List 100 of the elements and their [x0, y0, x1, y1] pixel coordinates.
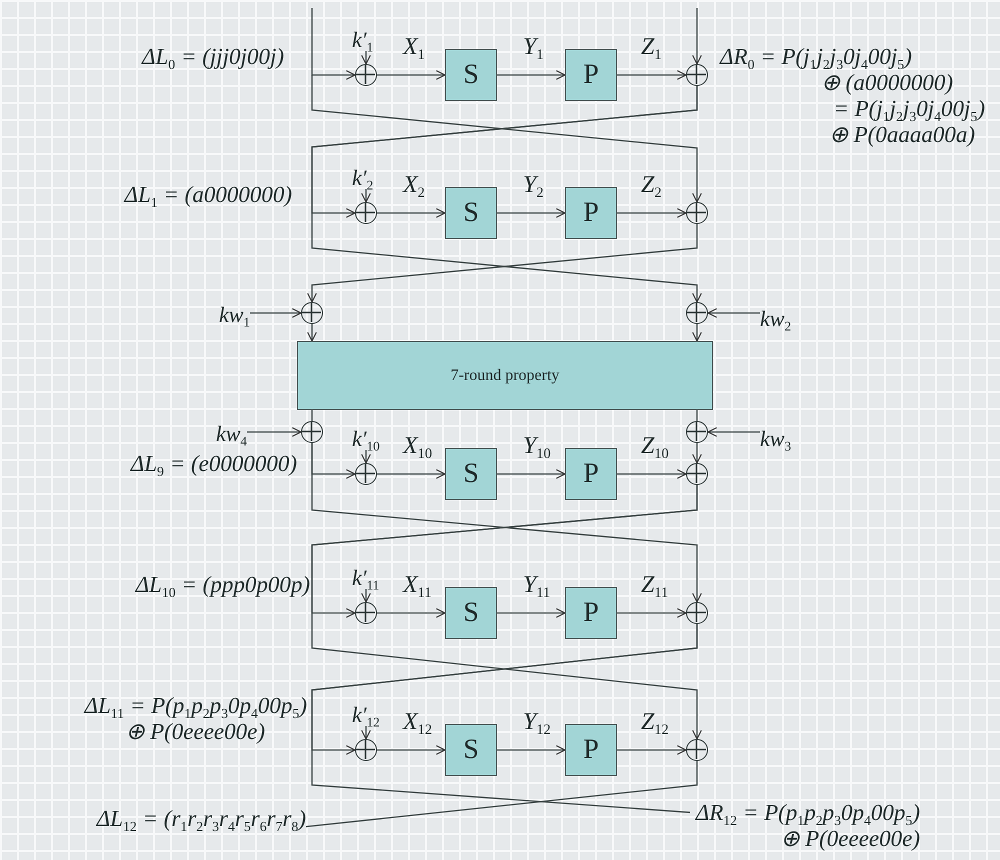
- arrow: [692, 8, 702, 65]
- edge-label: Z$_{11}$: [641, 573, 668, 597]
- connector-line: [311, 624, 698, 814]
- xor-symbol: [355, 739, 377, 761]
- edge-label: Y$_{12}$: [523, 710, 551, 734]
- xor-symbol: [301, 302, 323, 324]
- arrow: [250, 308, 302, 318]
- function-box: S: [445, 448, 497, 500]
- arrow: [377, 608, 446, 618]
- xor-symbol: [355, 463, 377, 485]
- formula-text: ΔR$_{12}$ = P(p$_{1}$p$_{2}$p$_{3}$0p$_{4}$00p$_{5}$): [696, 800, 920, 826]
- xor-symbol: [686, 739, 708, 761]
- arrow: [497, 70, 566, 80]
- arrow: [497, 468, 566, 480]
- formula-text: ΔL$_{0}$ = (jjj0j00j): [142, 44, 284, 70]
- xor-symbol: [686, 463, 708, 485]
- edge-label: Z$_{2}$: [641, 173, 662, 197]
- arrow: [497, 608, 566, 618]
- xor-symbol: [686, 202, 708, 224]
- arrow: [311, 75, 702, 203]
- function-box: P: [565, 448, 617, 500]
- edge-label: Y$_{10}$: [523, 434, 551, 458]
- edge-label: Z$_{1}$: [641, 35, 662, 59]
- arrow: [497, 744, 566, 756]
- formula-text: ⊕ P(0aaaa00a): [828, 122, 975, 148]
- function-box: S: [445, 587, 497, 639]
- xor-symbol: [301, 421, 323, 443]
- formula-text: = P(j$_{1}$j$_{2}$j$_{3}$0j$_{4}$00j$_{5}$): [833, 96, 985, 122]
- xor-symbol: [686, 302, 708, 324]
- edge-label: X$_{2}$: [403, 173, 425, 197]
- round-block: 7-round property: [297, 341, 713, 410]
- connector-line: [306, 761, 698, 828]
- function-box: S: [445, 49, 497, 101]
- key-label: k′$_{2}$: [352, 161, 392, 189]
- xor-symbol: [686, 602, 708, 624]
- edge-label: X$_{11}$: [403, 573, 432, 597]
- edge-label: X$_{10}$: [403, 434, 432, 458]
- formula-text: ΔR$_{0}$ = P(j$_{1}$j$_{2}$j$_{3}$0j$_{4}$00j$_{5}$): [720, 44, 912, 70]
- arrow: [377, 468, 446, 480]
- formula-text: ΔL$_{1}$ = (a0000000): [124, 182, 292, 208]
- function-box: P: [565, 724, 617, 776]
- arrow: [617, 208, 687, 218]
- formula-text: ⊕ P(0eeee00e): [125, 719, 265, 744]
- key-label: k′$_{12}$: [352, 698, 392, 726]
- xor-symbol: [355, 202, 377, 224]
- edge-label: Z$_{10}$: [641, 434, 669, 458]
- arrow: [360, 189, 372, 203]
- arrow: [377, 70, 446, 80]
- key-label: k′$_{10}$: [352, 422, 392, 450]
- arrow: [617, 744, 687, 756]
- edge-label: Y$_{1}$: [523, 35, 544, 59]
- connector-line: [311, 410, 313, 421]
- arrow: [360, 589, 372, 603]
- arrow: [360, 51, 372, 65]
- arrow: [360, 726, 372, 740]
- edge-label: X$_{1}$: [403, 35, 425, 59]
- arrow: [377, 208, 446, 218]
- xor-symbol: [686, 64, 708, 86]
- arrow: [497, 208, 566, 218]
- arrow: [377, 744, 446, 756]
- arrow: [311, 443, 702, 603]
- arrow: [707, 426, 760, 438]
- xor-symbol: [355, 64, 377, 86]
- formula-text: ΔL$_{12}$ = (r$_{1}$r$_{2}$r$_{3}$r$_{4}$r$_{5}$r$_{6}$r$_{7}$r$_{8}$): [96, 806, 306, 832]
- arrow: [617, 608, 687, 618]
- arrow: [311, 485, 702, 740]
- edge-label: Z$_{12}$: [641, 710, 669, 734]
- edge-label: X$_{12}$: [403, 710, 432, 734]
- edge-label: Y$_{2}$: [523, 173, 544, 197]
- formula-text: ΔL$_{10}$ = (ppp0p00p): [136, 572, 310, 598]
- arrow: [247, 426, 302, 438]
- arrow: [311, 86, 702, 303]
- formula-text: ⊕ (a0000000): [820, 70, 953, 96]
- arrow: [306, 324, 318, 342]
- arrow: [617, 468, 687, 480]
- function-box: S: [445, 187, 497, 239]
- xor-symbol: [355, 602, 377, 624]
- arrow: [707, 308, 760, 318]
- function-box: P: [565, 49, 617, 101]
- function-box: P: [565, 587, 617, 639]
- arrow: [360, 450, 372, 464]
- arrow: [617, 70, 687, 80]
- edge-label: Y$_{11}$: [523, 573, 550, 597]
- key-label: kw$_{1}$: [200, 296, 250, 326]
- key-label: kw$_{3}$: [760, 420, 820, 450]
- key-label: kw$_{2}$: [760, 300, 820, 330]
- xor-symbol: [686, 421, 708, 443]
- function-box: P: [565, 187, 617, 239]
- function-box: S: [445, 724, 497, 776]
- formula-text: ΔL$_{9}$ = (e0000000): [130, 451, 297, 476]
- formula-text: ΔL$_{11}$ = P(p$_{1}$p$_{2}$p$_{3}$0p$_{4}$00p$_{5}$): [84, 693, 307, 718]
- arrow: [692, 324, 702, 342]
- key-label: k′$_{11}$: [352, 561, 392, 589]
- connector-line: [696, 410, 698, 421]
- key-label: kw$_{4}$: [192, 415, 247, 445]
- key-label: k′$_{1}$: [352, 23, 392, 51]
- arrow: [692, 443, 702, 464]
- arrow: [306, 224, 698, 303]
- formula-text: ⊕ P(0eeee00e): [780, 826, 920, 853]
- arrow: [311, 8, 356, 80]
